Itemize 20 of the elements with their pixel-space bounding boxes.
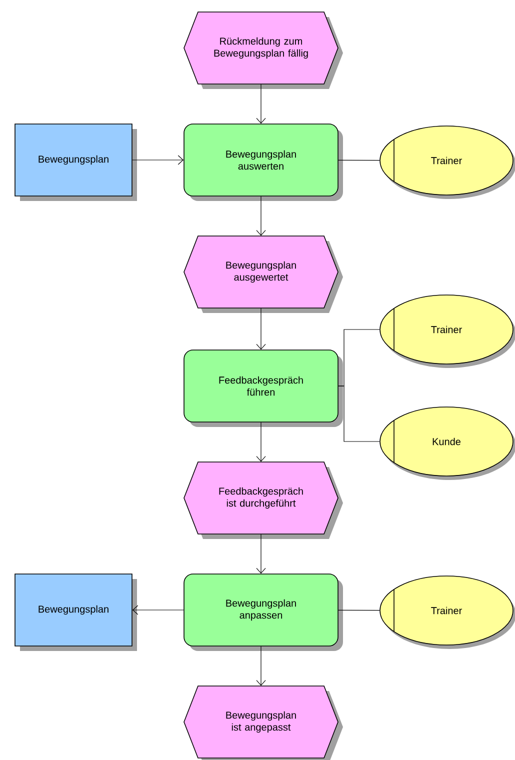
connector (256, 646, 266, 686)
event-hexagon: Rückmeldung zum Bewegungsplan fällig (184, 12, 343, 89)
event-hexagon: Feedbackgespräch ist durchgeführt (184, 462, 343, 539)
connector (338, 610, 380, 611)
connector (256, 84, 266, 124)
data-box: Bewegungsplan (14, 574, 137, 651)
connector (256, 534, 266, 574)
connector (132, 155, 184, 165)
connector (338, 386, 380, 442)
event-hexagon: Bewegungsplan ist angepasst (184, 686, 343, 760)
event-hexagon: Bewegungsplan ausgewertet (184, 236, 343, 313)
connector (338, 160, 380, 161)
connector (256, 308, 266, 350)
connector (132, 605, 184, 615)
function-box: Bewegungsplan anpassen (184, 574, 343, 651)
function-box: Feedbackgespräch führen (184, 350, 343, 427)
connector (256, 422, 266, 462)
function-box: Bewegungsplan auswerten (184, 124, 343, 201)
connector (256, 196, 266, 236)
data-box: Bewegungsplan (14, 124, 137, 201)
